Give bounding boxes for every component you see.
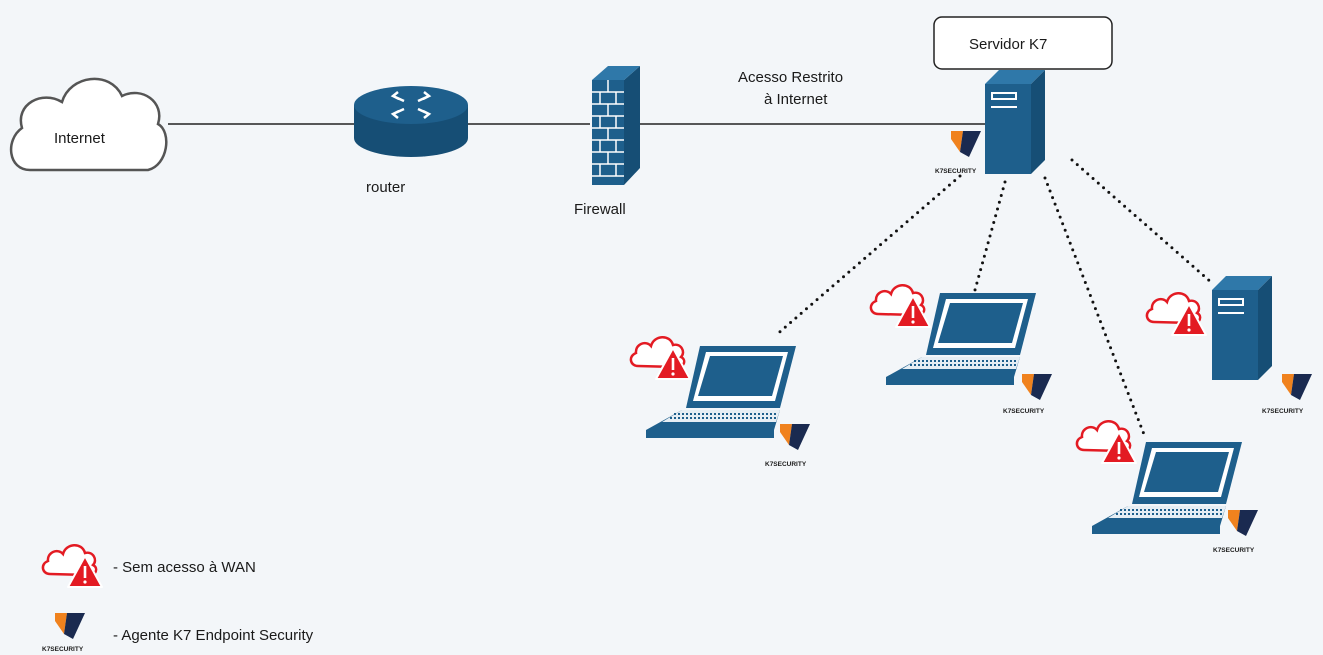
no-wan-alert-icon [869, 283, 932, 329]
k7-logo-icon [1022, 374, 1052, 400]
k7-logo-text: K7SECURITY [1003, 408, 1045, 415]
k7-server-icon [985, 70, 1045, 174]
legend: - Sem acesso à WAN K7SECURITY - Agente K… [41, 543, 314, 653]
internet-label: Internet [54, 130, 106, 147]
internet-cloud-icon [9, 77, 168, 172]
legend-k7-logo-text: K7SECURITY [42, 646, 84, 653]
k7-logo-icon [1228, 510, 1258, 536]
router-label: router [366, 179, 405, 196]
server-client-links [773, 158, 1214, 439]
no-wan-alert-icon [1145, 291, 1208, 337]
client-server-icon [1212, 276, 1272, 380]
k7-logo-text: K7SECURITY [935, 168, 977, 175]
server-label: Servidor K7 [969, 36, 1047, 53]
firewall-icon [592, 66, 640, 185]
legend-no-wan-icon [41, 543, 104, 589]
k7-logo-text: K7SECURITY [1262, 408, 1304, 415]
server-label-box [933, 16, 1113, 70]
no-wan-alert-icon [629, 335, 692, 381]
firewall-label: Firewall [574, 201, 626, 218]
legend-agent-label: - Agente K7 Endpoint Security [113, 627, 314, 644]
k7-logo-text: K7SECURITY [765, 461, 807, 468]
k7-logo-icon [951, 131, 981, 157]
k7-logo-icon [1282, 374, 1312, 400]
router-icon [354, 86, 468, 157]
k7-logo-icon [780, 424, 810, 450]
legend-no-wan-label: - Sem acesso à WAN [113, 559, 256, 576]
restricted-access-label-line1: Acesso Restrito [738, 69, 843, 86]
k7-logo-text: K7SECURITY [1213, 547, 1255, 554]
restricted-access-label-line2: à Internet [764, 91, 828, 108]
legend-k7-logo-icon [55, 613, 85, 639]
no-wan-alert-icon [1075, 419, 1138, 465]
